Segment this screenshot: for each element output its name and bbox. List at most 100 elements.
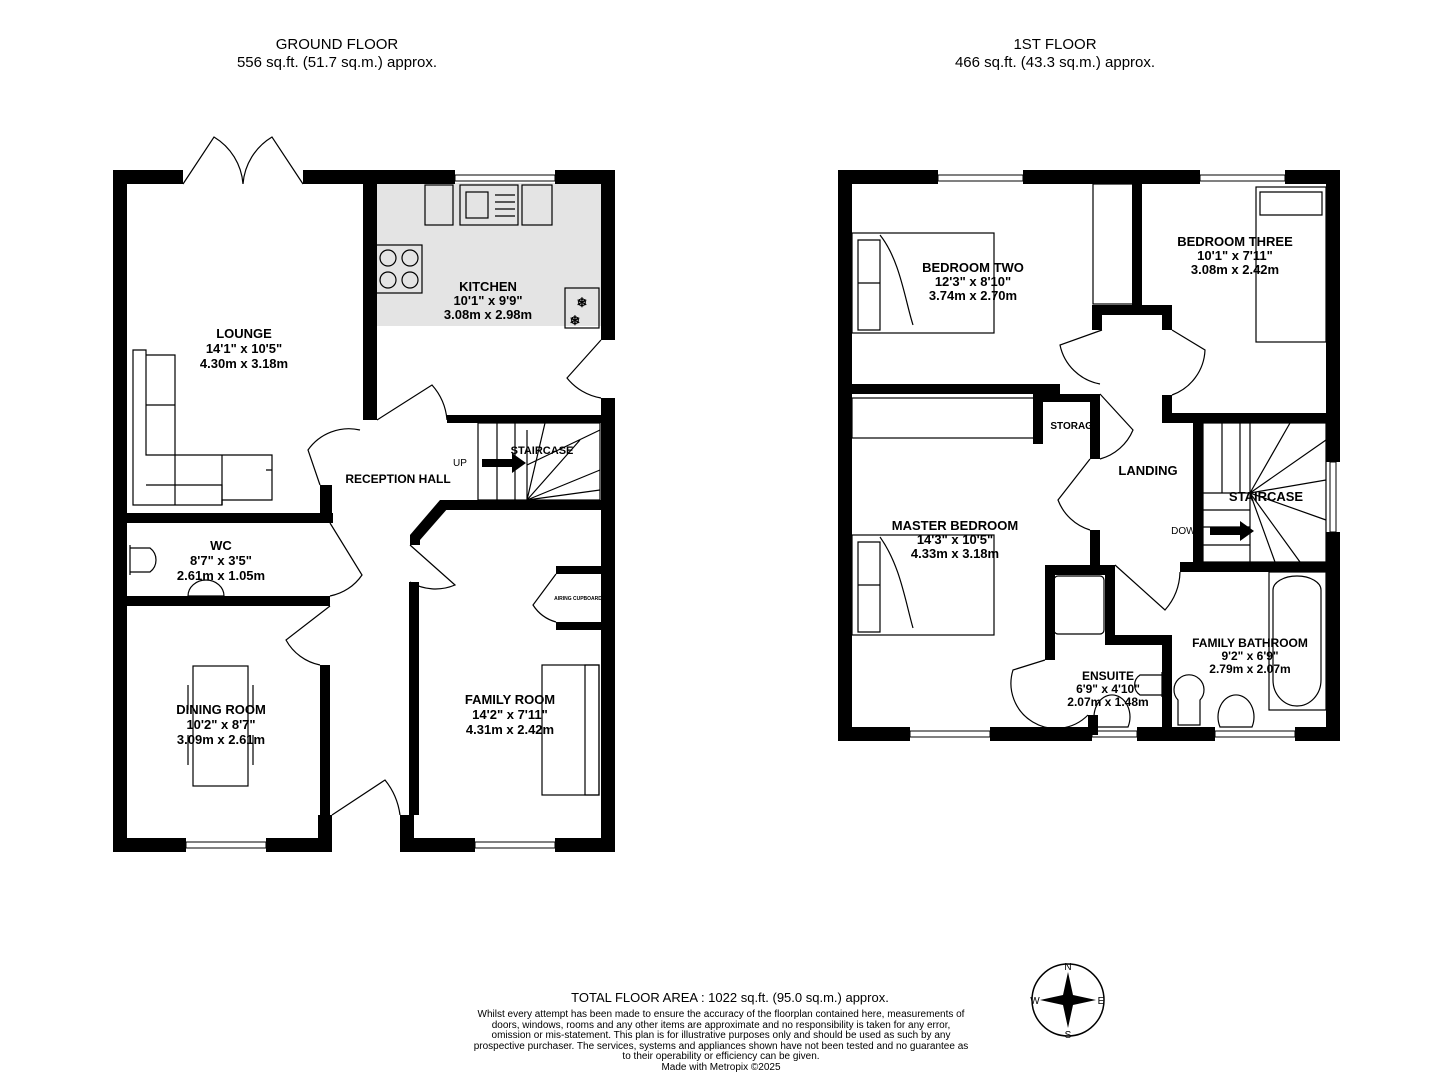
window <box>474 841 556 849</box>
ground-staircase <box>477 422 601 501</box>
wall <box>266 838 332 852</box>
room-metric: 4.30m x 3.18m <box>200 356 288 371</box>
window <box>1091 730 1138 738</box>
compass-north: N <box>1064 962 1071 973</box>
room-imperial: 6'9" x 4'10" <box>1076 682 1140 696</box>
washing-machine-icon <box>521 184 553 226</box>
bedroom-two-door[interactable] <box>1059 329 1103 385</box>
bedroom-three-door[interactable] <box>1171 329 1206 396</box>
double-bed-icon <box>851 534 995 636</box>
wall <box>447 415 615 423</box>
wall <box>1105 565 1115 640</box>
wall <box>1162 395 1172 418</box>
storage-door[interactable] <box>1099 393 1134 460</box>
wall <box>1295 727 1340 741</box>
wall <box>1326 170 1340 462</box>
toilet-icon <box>1173 674 1205 726</box>
airing-cupboard-door[interactable] <box>532 573 557 623</box>
basin-icon <box>1217 694 1255 728</box>
lounge-door[interactable] <box>307 428 361 486</box>
wardrobe <box>851 397 1035 439</box>
room-name: KITCHEN <box>459 279 517 294</box>
wall <box>409 582 419 815</box>
wall <box>113 170 183 184</box>
svg-text:❄: ❄ <box>577 295 588 310</box>
front-door[interactable] <box>331 779 401 816</box>
room-imperial: 10'1" x 7'11" <box>1197 248 1273 263</box>
room-imperial: 10'1" x 9'9" <box>453 293 522 308</box>
wc-basin-icon <box>187 579 225 597</box>
kitchen-internal-door[interactable] <box>376 384 448 421</box>
family-room-door[interactable] <box>409 544 457 590</box>
basin-icon <box>1093 694 1131 728</box>
ground-floor-area: 556 sq.ft. (51.7 sq.m.) approx. <box>236 54 438 71</box>
room-metric: 2.79m x 2.07m <box>1209 662 1290 676</box>
corner-sofa-icon <box>132 349 273 506</box>
window <box>1199 174 1286 182</box>
sofa-icon <box>541 664 600 796</box>
room-imperial: 8'7" x 3'5" <box>190 553 252 568</box>
wall <box>1088 715 1098 735</box>
room-lounge: LOUNGE 14'1" x 10'5" 4.30m x 3.18m <box>200 326 288 371</box>
master-bedroom-door[interactable] <box>1057 458 1091 531</box>
room-imperial: 12'3" x 8'10" <box>935 274 1011 289</box>
wall <box>1193 423 1203 563</box>
wall <box>303 170 455 184</box>
window <box>909 730 991 738</box>
first-floor-title: 1ST FLOOR <box>1013 36 1097 53</box>
room-metric: 3.09m x 2.61m <box>177 732 265 747</box>
wall <box>1137 727 1215 741</box>
dishwasher-icon <box>424 184 454 226</box>
bathroom-door[interactable] <box>1114 564 1181 611</box>
room-storage: STORAGE <box>1050 421 1100 432</box>
room-metric: 4.33m x 3.18m <box>911 546 999 561</box>
svg-text:❄: ❄ <box>570 313 581 328</box>
wall <box>440 500 615 510</box>
wall <box>320 485 332 523</box>
wall <box>838 384 1060 394</box>
room-family-bathroom: FAMILY BATHROOM 9'2" x 6'9" 2.79m x 2.07… <box>1192 636 1308 676</box>
dining-door[interactable] <box>285 605 331 666</box>
room-name: FAMILY BATHROOM <box>1192 636 1308 650</box>
wall <box>1162 635 1172 735</box>
stair-direction: DOWN <box>1171 526 1203 537</box>
room-name: DINING ROOM <box>176 702 266 717</box>
window <box>937 174 1024 182</box>
wall <box>113 596 330 606</box>
wall <box>113 838 186 852</box>
room-family: FAMILY ROOM 14'2" x 7'11" 4.31m x 2.42m <box>465 692 555 737</box>
french-doors[interactable] <box>182 136 304 185</box>
room-metric: 3.08m x 2.98m <box>444 307 532 322</box>
disclaimer: Whilst every attempt has been made to en… <box>471 1009 971 1073</box>
double-bed-icon <box>851 232 995 334</box>
wall <box>1043 394 1093 402</box>
wall <box>1033 394 1043 444</box>
shower-tray-icon <box>1053 575 1105 635</box>
wall <box>113 170 127 852</box>
wall <box>1023 170 1200 184</box>
room-imperial: 14'2" x 7'11" <box>472 707 548 722</box>
total-floor-area: TOTAL FLOOR AREA : 1022 sq.ft. (95.0 sq.… <box>571 990 889 1005</box>
ground-floor-title: GROUND FLOOR <box>275 36 399 53</box>
wc-door[interactable] <box>329 522 363 597</box>
wall <box>1045 565 1055 660</box>
wall <box>555 838 615 852</box>
wall <box>363 180 377 420</box>
room-imperial: 14'3" x 10'5" <box>917 532 993 547</box>
wall <box>838 170 852 740</box>
room-kitchen: KITCHEN 10'1" x 9'9" 3.08m x 2.98m <box>444 279 532 322</box>
wall <box>1162 413 1338 423</box>
kitchen-hob-icon <box>375 244 423 294</box>
wall <box>1090 394 1100 459</box>
ensuite-door[interactable] <box>1010 659 1089 729</box>
wall <box>1045 565 1115 575</box>
room-imperial: 9'2" x 6'9" <box>1221 649 1278 663</box>
room-name: BEDROOM TWO <box>922 260 1024 275</box>
room-wc: WC 8'7" x 3'5" 2.61m x 1.05m <box>177 538 265 583</box>
room-name: FAMILY ROOM <box>465 692 555 707</box>
kitchen-door[interactable] <box>566 339 602 399</box>
wc-toilet-icon <box>129 545 157 575</box>
room-landing: LANDING <box>1118 463 1177 478</box>
room-name: LOUNGE <box>216 326 272 341</box>
